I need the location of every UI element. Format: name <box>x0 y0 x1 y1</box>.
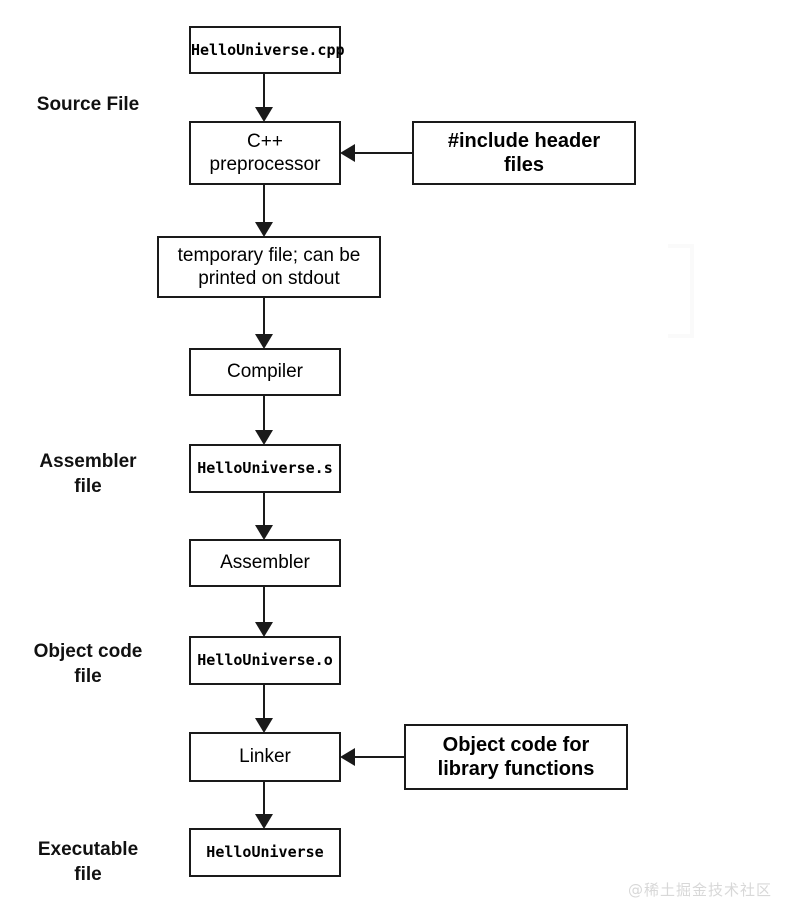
node-object-code-library-label: Object code for library functions <box>437 733 595 780</box>
node-helluniverse-s: HelloUniverse.s <box>189 444 341 493</box>
node-helluniverse-cpp-label: HelloUniverse.cpp <box>191 40 345 59</box>
arrow-preprocessor-to-tempfile-line <box>262 185 266 223</box>
arrow-linker-to-executable-line <box>262 782 266 815</box>
source-file-label: Source File <box>36 94 140 115</box>
node-linker: Linker <box>189 732 341 782</box>
node-temporary-file-label: temporary file; can be printed on stdout <box>177 244 361 289</box>
arrow-objfile-to-linker-line <box>262 685 266 719</box>
watermark-bracket-artifact <box>668 244 694 338</box>
node-include-header-files: #include header files <box>412 121 636 185</box>
arrow-cpp-to-preprocessor-head <box>255 107 273 122</box>
arrow-objfile-to-linker-head <box>255 718 273 733</box>
watermark-label: @稀土掘金技术社区 <box>627 881 772 899</box>
arrow-preprocessor-to-tempfile-head <box>255 222 273 237</box>
arrow-assembler-to-objfile-head <box>255 622 273 637</box>
arrow-asmfile-to-assembler-head <box>255 525 273 540</box>
arrow-cpp-to-preprocessor-line <box>262 74 266 108</box>
node-helluniverse-o-label: HelloUniverse.o <box>197 651 333 670</box>
node-compiler: Compiler <box>189 348 341 396</box>
assembler-file-label: Assembler file <box>39 451 137 497</box>
arrow-tempfile-to-compiler-head <box>255 334 273 349</box>
node-compiler-label: Compiler <box>226 361 304 383</box>
node-helluniverse-cpp: HelloUniverse.cpp <box>189 26 345 74</box>
node-temporary-file: temporary file; can be printed on stdout <box>157 236 381 298</box>
node-object-code-library: Object code for library functions <box>404 724 628 790</box>
arrow-library-to-linker-line <box>354 755 404 759</box>
node-helluniverse-o: HelloUniverse.o <box>189 636 341 685</box>
arrow-headers-to-preprocessor-line <box>354 151 412 155</box>
node-helluniverse-exe: HelloUniverse <box>189 828 341 877</box>
arrow-library-to-linker-head <box>340 748 355 766</box>
executable-file-label: Executable file <box>37 839 139 885</box>
node-helluniverse-s-label: HelloUniverse.s <box>197 459 333 478</box>
node-cpp-preprocessor-label: C++ preprocessor <box>209 130 321 175</box>
arrow-compiler-to-asmfile-head <box>255 430 273 445</box>
arrow-assembler-to-objfile-line <box>262 587 266 623</box>
node-helluniverse-exe-label: HelloUniverse <box>206 843 324 862</box>
arrow-tempfile-to-compiler-line <box>262 298 266 335</box>
node-include-header-files-label: #include header files <box>447 129 601 176</box>
object-code-file-label: Object code file <box>33 641 143 687</box>
node-linker-label: Linker <box>239 746 291 768</box>
arrow-headers-to-preprocessor-head <box>340 144 355 162</box>
node-assembler: Assembler <box>189 539 341 587</box>
arrow-compiler-to-asmfile-line <box>262 396 266 431</box>
arrow-linker-to-executable-head <box>255 814 273 829</box>
node-cpp-preprocessor: C++ preprocessor <box>189 121 341 185</box>
node-assembler-label: Assembler <box>220 552 310 574</box>
arrow-asmfile-to-assembler-line <box>262 493 266 526</box>
